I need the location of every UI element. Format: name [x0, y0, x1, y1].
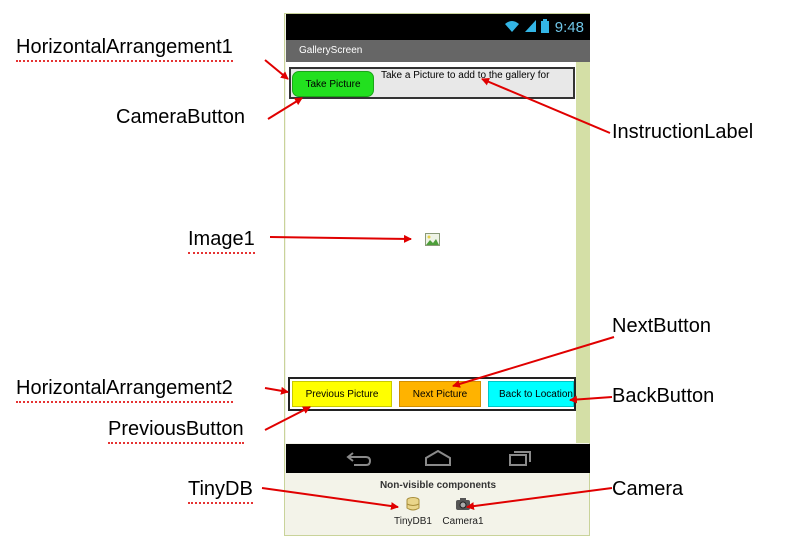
- status-time: 9:48: [554, 18, 584, 36]
- annotation-camera-button: CameraButton: [116, 106, 245, 128]
- annotation-camera: Camera: [612, 478, 684, 500]
- database-icon: [406, 497, 420, 514]
- recents-nav-icon[interactable]: [508, 450, 532, 472]
- back-button[interactable]: Back to Location: [488, 381, 574, 407]
- wifi-icon: [504, 19, 520, 36]
- camera-button[interactable]: Take Picture: [292, 71, 374, 97]
- camera-icon: [455, 498, 471, 514]
- tinydb-component[interactable]: TinyDB1: [388, 497, 438, 527]
- home-nav-icon[interactable]: [424, 449, 452, 472]
- status-bar: 9:48: [286, 14, 590, 40]
- status-icons: 9:48: [504, 17, 584, 37]
- signal-icon: [524, 19, 537, 36]
- annotation-horizontal-arrangement-1: HorizontalArrangement1: [16, 36, 233, 62]
- back-nav-icon[interactable]: [346, 450, 372, 472]
- annotation-previous-button: PreviousButton: [108, 418, 244, 444]
- battery-icon: [540, 18, 549, 36]
- annotation-back-button: BackButton: [612, 385, 715, 407]
- nonvisible-components-title: Non-visible components: [379, 480, 497, 491]
- annotation-horizontal-arrangement-2: HorizontalArrangement2: [16, 377, 233, 403]
- annotation-next-button: NextButton: [612, 315, 711, 337]
- next-button[interactable]: Next Picture: [399, 381, 481, 407]
- camera-component[interactable]: Camera1: [438, 497, 488, 527]
- camera-label: Camera1: [442, 516, 484, 527]
- annotation-image1: Image1: [188, 228, 255, 254]
- screen-title: GalleryScreen: [286, 40, 590, 62]
- image-placeholder-icon: [425, 233, 440, 246]
- instruction-label: Take a Picture to add to the gallery for: [381, 70, 550, 81]
- previous-button[interactable]: Previous Picture: [292, 381, 392, 407]
- screen-scrollbar[interactable]: [576, 62, 590, 443]
- annotation-instruction-label: InstructionLabel: [612, 121, 754, 143]
- tinydb-label: TinyDB1: [394, 516, 432, 527]
- android-nav-bar: [286, 444, 590, 473]
- annotation-tinydb: TinyDB: [188, 478, 253, 504]
